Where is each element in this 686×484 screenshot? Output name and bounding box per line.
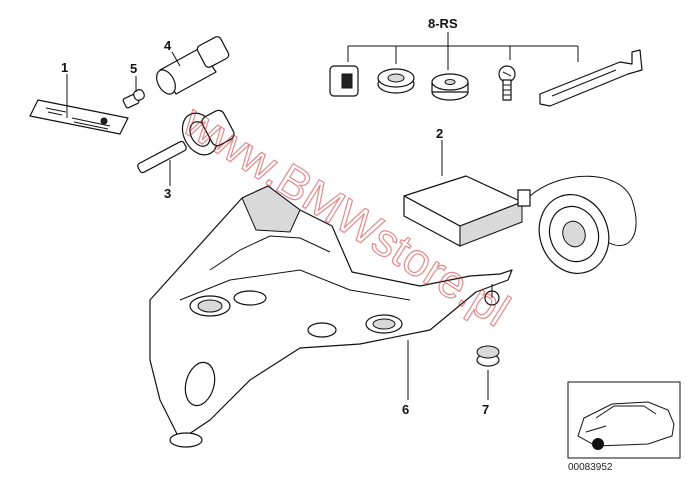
repair-set-part: 8-RS	[329, 16, 643, 107]
grommet-part: 7	[476, 345, 500, 417]
headlight-bracket-part: 6	[149, 185, 513, 448]
diagram-number: 00083952	[568, 462, 613, 473]
callout-4: 4	[164, 38, 172, 53]
bulb-socket-part: 4	[156, 36, 230, 95]
label-sticker-part: 1	[29, 60, 129, 135]
xenon-bulb-part: 3	[137, 109, 235, 201]
control-unit-part: 2	[403, 126, 637, 274]
callout-1: 1	[61, 60, 68, 75]
car-location-thumbnail	[567, 381, 681, 459]
callout-2: 2	[436, 126, 443, 141]
callout-8-rs: 8-RS	[428, 16, 458, 31]
callout-5: 5	[130, 61, 137, 76]
callout-6: 6	[402, 402, 409, 417]
callout-3: 3	[164, 186, 171, 201]
small-bulb-part: 5	[122, 61, 145, 109]
callout-7: 7	[482, 402, 489, 417]
